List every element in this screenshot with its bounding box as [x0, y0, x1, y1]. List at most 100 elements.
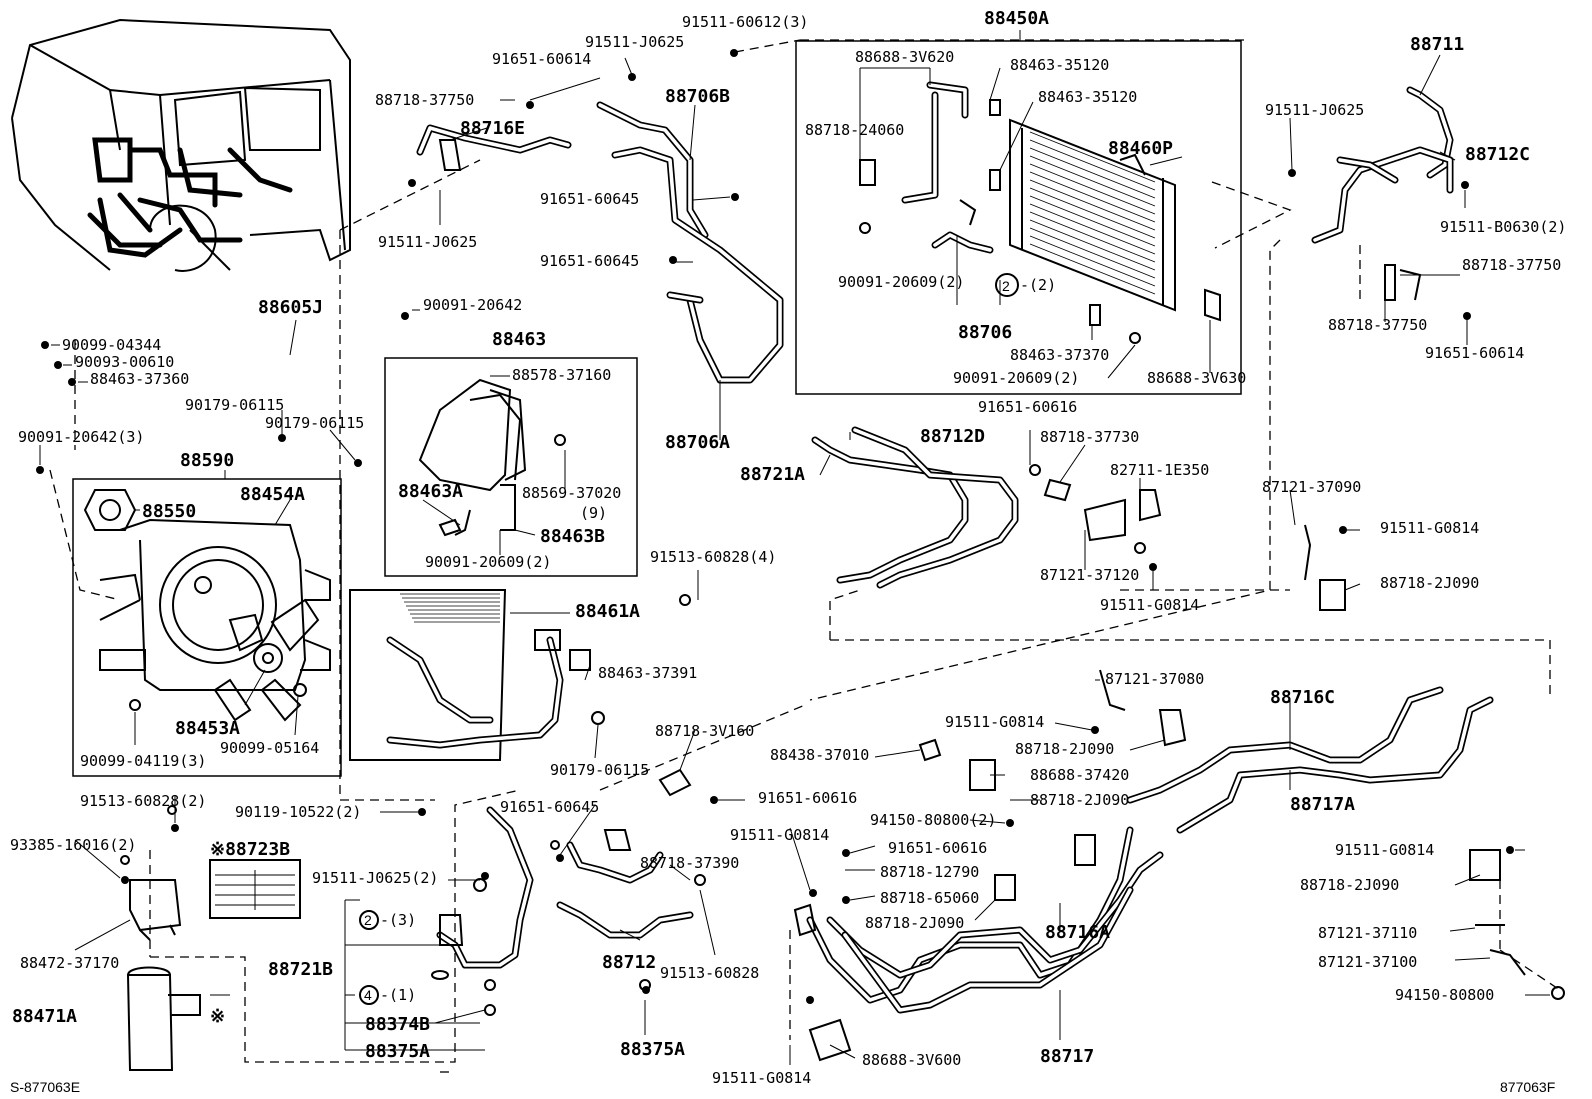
- label-91511-G0814-a: 91511-G0814: [1380, 519, 1479, 537]
- label-88688-3V630: 88688-3V630: [1147, 369, 1246, 387]
- label-91651-60616-b: 91651-60616: [758, 789, 857, 807]
- label-4-1: -(1): [380, 986, 416, 1004]
- label-88721A: 88721A: [740, 464, 805, 485]
- shroud-88463: [418, 378, 566, 537]
- label-91511-G0814-b: 91511-G0814: [1100, 596, 1199, 614]
- label-88718-2J090-e: 88718-2J090: [865, 914, 964, 932]
- fan-assy-box: [72, 478, 342, 777]
- label-88716C: 88716C: [1270, 687, 1335, 708]
- label-88718-2J090-a: 88718-2J090: [1380, 574, 1479, 592]
- vehicle-illustration: [11, 18, 351, 272]
- label-91511-J0625-b: 91511-J0625: [378, 233, 477, 251]
- label-90179-06115-a: 90179-06115: [185, 396, 284, 414]
- label-88706A: 88706A: [665, 432, 730, 453]
- pipe-88711-88712C: [1311, 86, 1454, 301]
- label-88718-3V160: 88718-3V160: [655, 722, 754, 740]
- label-87121-37100: 87121-37100: [1318, 953, 1417, 971]
- label-88375A-b: 88375A: [620, 1039, 685, 1060]
- labels: 88450A 88711 91511-60612(3) 91511-J0625 …: [10, 8, 1566, 1095]
- label-87121-37090: 87121-37090: [1262, 478, 1361, 496]
- label-88472-37170: 88472-37170: [20, 954, 119, 972]
- label-88590: 88590: [180, 450, 234, 471]
- label-91511-J0625-a: 91511-J0625: [585, 33, 684, 51]
- label-91511-60612: 91511-60612(3): [682, 13, 808, 31]
- label-88716A: 88716A: [1045, 922, 1110, 943]
- label-91651-60616-c: 91651-60616: [888, 839, 987, 857]
- label-88712C: 88712C: [1465, 144, 1530, 165]
- label-88718-12790: 88718-12790: [880, 863, 979, 881]
- footer-left-code: S-877063E: [10, 1079, 80, 1095]
- label-91651-60616-a: 91651-60616: [978, 398, 1077, 416]
- label-88569-37020: 88569-37020: [522, 484, 621, 502]
- label-88450A: 88450A: [984, 8, 1049, 29]
- label-91511-G0814-d: 91511-G0814: [730, 826, 829, 844]
- label-88718-37730: 88718-37730: [1040, 428, 1139, 446]
- label-82711-1E350: 82711-1E350: [1110, 461, 1209, 479]
- label-91511-G0814-c: 91511-G0814: [945, 713, 1044, 731]
- label-88463-35120-a: 88463-35120: [1010, 56, 1109, 74]
- label-90091-20609-b: 90091-20609(2): [953, 369, 1079, 387]
- label-88718-37750-b: 88718-37750: [1462, 256, 1561, 274]
- fan-shroud-box: [384, 357, 638, 577]
- label-91651-60614-a: 91651-60614: [492, 50, 591, 68]
- label-88712: 88712: [602, 952, 656, 973]
- condenser-88461A: [349, 589, 691, 761]
- label-88463B: 88463B: [540, 526, 605, 547]
- label-88688-3V620: 88688-3V620: [855, 48, 954, 66]
- label-91651-60645-b: 91651-60645: [540, 252, 639, 270]
- label-88706B: 88706B: [665, 86, 730, 107]
- label-88688-37420: 88688-37420: [1030, 766, 1129, 784]
- label-88463A: 88463A: [398, 481, 463, 502]
- pipe-88721A-88712D: [811, 426, 1162, 589]
- label-94150-80800-2: 94150-80800(2): [870, 811, 996, 829]
- pipe-88716C-88717A: [1126, 686, 1494, 834]
- label-88461A: 88461A: [575, 601, 640, 622]
- footer-right-code: 877063F: [1500, 1079, 1555, 1095]
- label-note-mark: ※: [210, 1006, 225, 1027]
- pipe-88706B-88706A: [596, 101, 784, 384]
- circle-marker-2: [359, 910, 379, 930]
- label-9: (9): [580, 504, 607, 522]
- circle-marker-4: [359, 985, 379, 1005]
- label-88605J: 88605J: [258, 297, 323, 318]
- label-90091-20642-3: 90091-20642(3): [18, 428, 144, 446]
- right-side-brackets: [918, 524, 1565, 1000]
- label-88471A: 88471A: [12, 1006, 77, 1027]
- pipe-88721B: [431, 806, 651, 1016]
- label-88721B: 88721B: [268, 959, 333, 980]
- label-88723B: ※88723B: [210, 839, 290, 860]
- label-90119-10522: 90119-10522(2): [235, 803, 361, 821]
- label-88375A-a: 88375A: [365, 1041, 430, 1062]
- label-2-2: -(2): [1020, 276, 1056, 294]
- receiver-88471A: [120, 805, 201, 1071]
- dashed-leader-lines: [49, 39, 1561, 1073]
- label-88718-2J090-b: 88718-2J090: [1015, 740, 1114, 758]
- label-2-3: -(3): [380, 911, 416, 929]
- condenser-assy-box: [795, 40, 1242, 395]
- label-88460P: 88460P: [1108, 138, 1173, 159]
- label-88438-37010: 88438-37010: [770, 746, 869, 764]
- label-88550: 88550: [142, 501, 196, 522]
- label-circle-2b: 2: [364, 912, 372, 928]
- label-91511-B0630: 91511-B0630(2): [1440, 218, 1566, 236]
- label-91511-J0625-2: 91511-J0625(2): [312, 869, 438, 887]
- label-93385-16016: 93385-16016(2): [10, 836, 136, 854]
- label-94150-80800: 94150-80800: [1395, 986, 1494, 1004]
- label-88453A: 88453A: [175, 718, 240, 739]
- label-88718-37390: 88718-37390: [640, 854, 739, 872]
- label-88718-24060: 88718-24060: [805, 121, 904, 139]
- label-91513-60828-2: 91513-60828(2): [80, 792, 206, 810]
- label-90179-06115-c: 90179-06115: [550, 761, 649, 779]
- label-88706: 88706: [958, 322, 1012, 343]
- fan-assy: [83, 489, 331, 722]
- label-90091-20609-a: 90091-20609(2): [838, 273, 964, 291]
- label-88463-35120-b: 88463-35120: [1038, 88, 1137, 106]
- label-88463-37391: 88463-37391: [598, 664, 697, 682]
- label-88374B: 88374B: [365, 1014, 430, 1035]
- label-90091-20609-c: 90091-20609(2): [425, 553, 551, 571]
- label-91651-60614-b: 91651-60614: [1425, 344, 1524, 362]
- label-87121-37120: 87121-37120: [1040, 566, 1139, 584]
- label-88718-65060: 88718-65060: [880, 889, 979, 907]
